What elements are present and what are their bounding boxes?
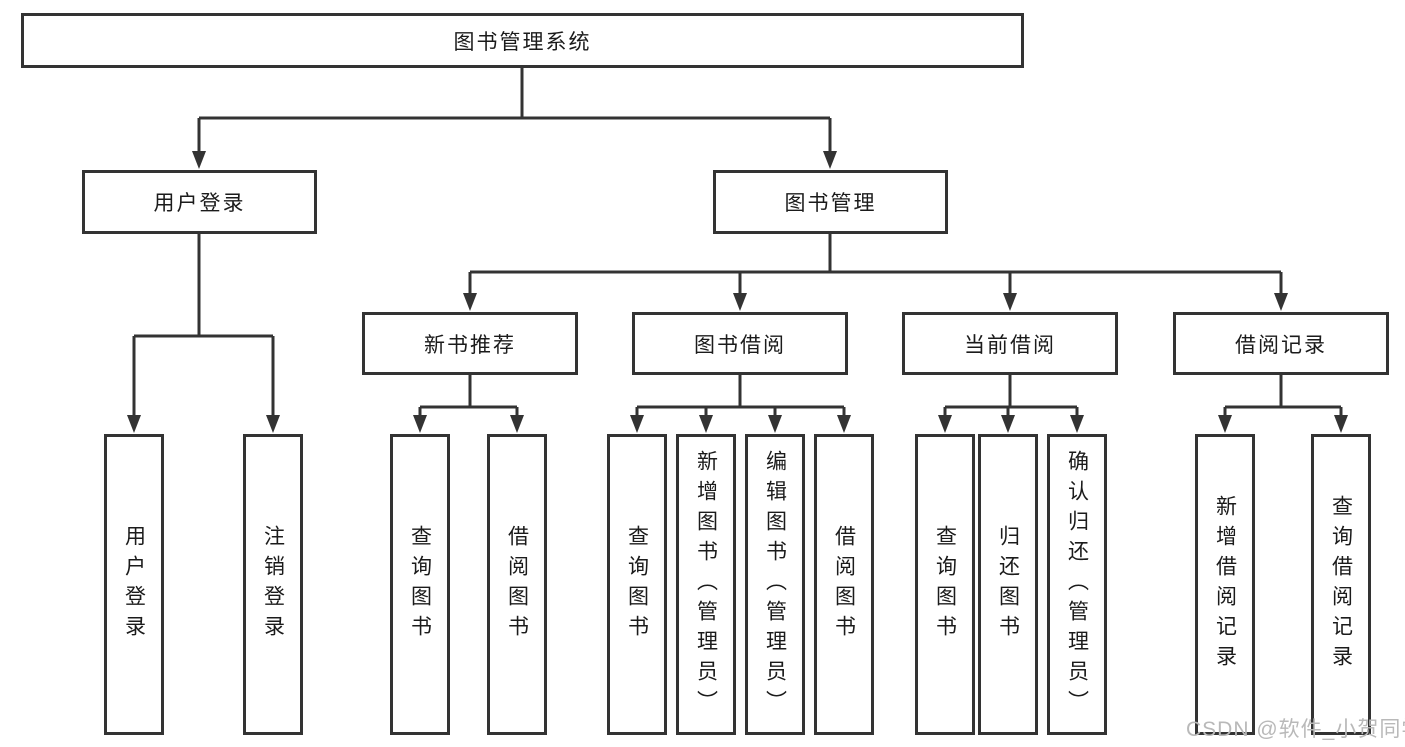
node-borrow-records: 借阅记录 — [1173, 312, 1389, 375]
leaf-logout: 注销登录 — [243, 434, 303, 735]
leaf-record-add-record: 新增借阅记录 — [1195, 434, 1255, 735]
leaf-borrow-edit-book-admin: 编辑图书（管理员） — [745, 434, 805, 735]
leaf-current-confirm-return-admin: 确认归还（管理员） — [1047, 434, 1107, 735]
arrowheads — [127, 151, 1348, 433]
leaf-record-query-record: 查询借阅记录 — [1311, 434, 1371, 735]
leaf-recommend-borrow-book: 借阅图书 — [487, 434, 547, 735]
node-library-system: 图书管理系统 — [21, 13, 1024, 68]
csdn-watermark: CSDN @软件_小贺同学 — [1186, 718, 1405, 741]
node-current-borrowing: 当前借阅 — [902, 312, 1118, 375]
node-user-login: 用户登录 — [82, 170, 317, 234]
node-book-management: 图书管理 — [713, 170, 948, 234]
leaf-user-login: 用户登录 — [104, 434, 164, 735]
edge-root-stem — [132, 68, 1343, 415]
leaf-borrow-query-book: 查询图书 — [607, 434, 667, 735]
leaf-borrow-borrow-book: 借阅图书 — [814, 434, 874, 735]
node-new-book-recommend: 新书推荐 — [362, 312, 578, 375]
node-book-borrowing: 图书借阅 — [632, 312, 848, 375]
leaf-current-query-book: 查询图书 — [915, 434, 975, 735]
leaf-borrow-add-book-admin: 新增图书（管理员） — [676, 434, 736, 735]
leaf-recommend-query-book: 查询图书 — [390, 434, 450, 735]
leaf-current-return-book: 归还图书 — [978, 434, 1038, 735]
